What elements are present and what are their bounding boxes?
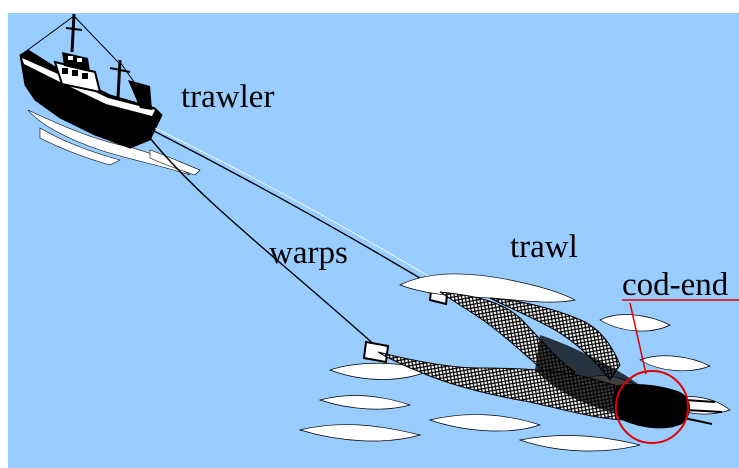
- trawler-boat: [20, 14, 162, 148]
- label-trawler: trawler: [181, 81, 274, 114]
- label-cod-end: cod-end: [622, 269, 728, 302]
- cod-end-leader: [630, 303, 646, 374]
- label-trawl: trawl: [510, 231, 578, 264]
- label-warps: warps: [269, 237, 348, 270]
